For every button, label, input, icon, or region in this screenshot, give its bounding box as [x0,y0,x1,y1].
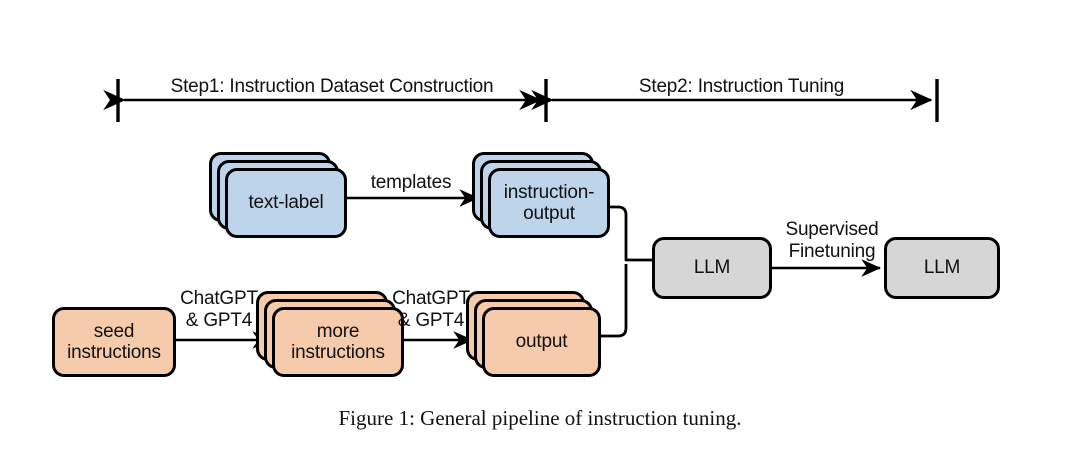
node-text-label[interactable]: text-label [225,168,347,238]
phase-label-step1: Step1: Instruction Dataset Construction [170,76,494,97]
node-llm-base[interactable]: LLM [652,237,772,299]
node-output[interactable]: output [482,307,601,377]
phase-label-step2: Step2: Instruction Tuning [638,76,845,97]
node-instruction-output[interactable]: instruction- output [488,168,610,238]
node-llm-tuned[interactable]: LLM [884,237,1000,299]
edge-label-chatgpt-gpt4-1: ChatGPT & GPT4 [180,288,258,331]
edge-label-supervised-finetuning: Supervised Finetuning [785,219,879,262]
edge-label-chatgpt-gpt4-2: ChatGPT & GPT4 [392,288,470,331]
figure-caption: Figure 1: General pipeline of instructio… [338,406,742,430]
node-seed-instructions[interactable]: seed instructions [52,307,176,377]
node-more-instructions[interactable]: more instructions [272,307,404,377]
edge-label-templates: templates [370,172,452,193]
